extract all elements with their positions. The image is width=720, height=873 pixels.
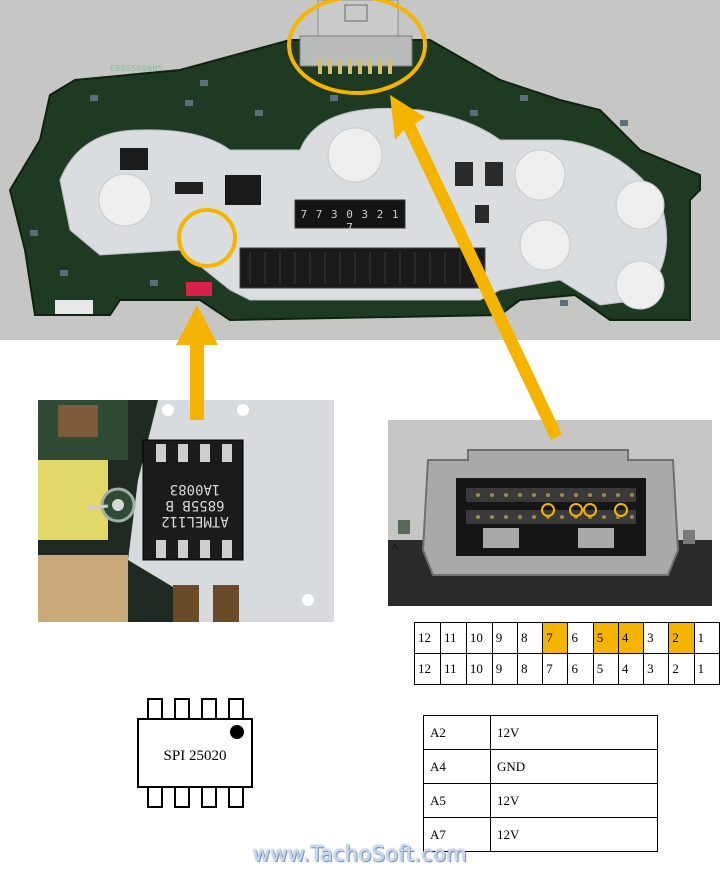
voltage-row: A7 12V [423,817,658,852]
pin-cell: 5 [592,653,619,685]
pin-cell-highlighted: 7 [542,622,569,654]
pin-cell: 1 [693,622,720,654]
pin-value-cell: 12V [490,783,658,818]
voltage-row: A4 GND [423,749,658,784]
pin-cell-highlighted: 2 [668,622,695,654]
chip-pin-top-1 [147,698,163,720]
chip-pin-bottom-2 [174,786,190,808]
pin-cell: 8 [516,622,544,654]
instrument-cluster-pcb-photo [0,0,720,340]
pin-cell: 6 [567,653,594,685]
pin-cell: 7 [542,653,569,685]
pin-name-cell: A5 [423,783,491,818]
pcb-display-digits: 7 7 3 0 3 2 1 7 [300,208,400,234]
chip-pin-bottom-4 [228,786,244,808]
connector-closeup-photo [388,420,712,606]
pin-row-top: 12 11 10 9 8 7 6 5 4 3 2 1 [414,622,720,654]
pin-row-bottom: 12 11 10 9 8 7 6 5 4 3 2 1 [414,653,720,685]
pin-cell-highlighted: 5 [592,622,619,654]
connector-pin-table: 12 11 10 9 8 7 6 5 4 3 2 1 12 11 10 9 8 … [414,622,720,685]
eeprom-chip-closeup-photo [38,400,334,622]
chip-diagram-label: SPI 25020 [163,748,227,764]
pin-cell: 8 [516,653,544,685]
chip-pin-top-3 [201,698,217,720]
connector-corner-mark: A [392,542,399,552]
pin1-dot-icon [230,725,244,739]
chip-pin-bottom-1 [147,786,163,808]
pin-name-cell: A4 [423,749,491,784]
pin-name-cell: A7 [423,817,491,852]
pin-cell: 3 [643,622,670,654]
pin-cell: 9 [491,653,518,685]
chip-pin-bottom-3 [201,786,217,808]
pin-value-cell: GND [490,749,658,784]
pin-value-cell: 12V [490,715,658,750]
pin-voltage-table: A2 12V A4 GND A5 12V A7 12V [423,715,658,852]
pin-cell: 9 [491,622,518,654]
chip-pin-top-2 [174,698,190,720]
chip-pin-top-4 [228,698,244,720]
pin-cell: 12 [414,653,441,685]
pin-cell: 10 [465,622,493,654]
pin-cell: 1 [693,653,720,685]
pin-cell: 6 [567,622,594,654]
pin-value-cell: 12V [490,817,658,852]
pin-cell: 11 [439,622,467,654]
chip-marking-line-1: 1A0083 [169,481,221,497]
spi-chip-diagram [137,698,253,808]
pin-name-cell: A2 [423,715,491,750]
chip-marking-line-2: 6855B B [165,497,225,513]
chip-marking-line-3: ATMEL112 [161,513,229,529]
pin-cell: 10 [465,653,493,685]
pin-cell: 12 [414,622,441,654]
pin-cell: 4 [617,653,645,685]
watermark: www.TachoSoft.com [252,842,468,866]
voltage-row: A2 12V [423,715,658,750]
pcb-board-label: E5855600N5 [110,64,164,73]
voltage-row: A5 12V [423,783,658,818]
pin-cell: 11 [439,653,467,685]
pin-cell-highlighted: 4 [617,622,645,654]
pin-cell: 3 [643,653,670,685]
pin-cell: 2 [668,653,695,685]
